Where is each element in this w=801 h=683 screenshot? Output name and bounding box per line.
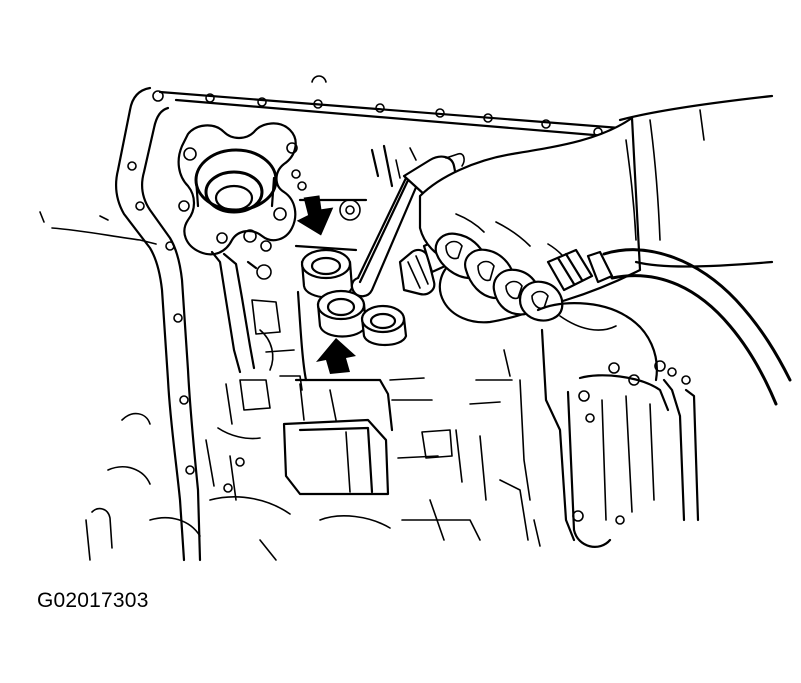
- arrow-up-icon: [316, 338, 356, 374]
- air-hose: [546, 248, 792, 406]
- arrow-down-icon: [296, 195, 334, 236]
- valve-body-center: [259, 144, 529, 561]
- accumulator-bores: [300, 248, 408, 347]
- valve-body-passages: [177, 122, 307, 501]
- figure-id-label: G02017303: [37, 589, 149, 612]
- technician-hand: [418, 94, 774, 324]
- case-left-contour: [39, 211, 291, 561]
- case-right-side: [503, 302, 700, 548]
